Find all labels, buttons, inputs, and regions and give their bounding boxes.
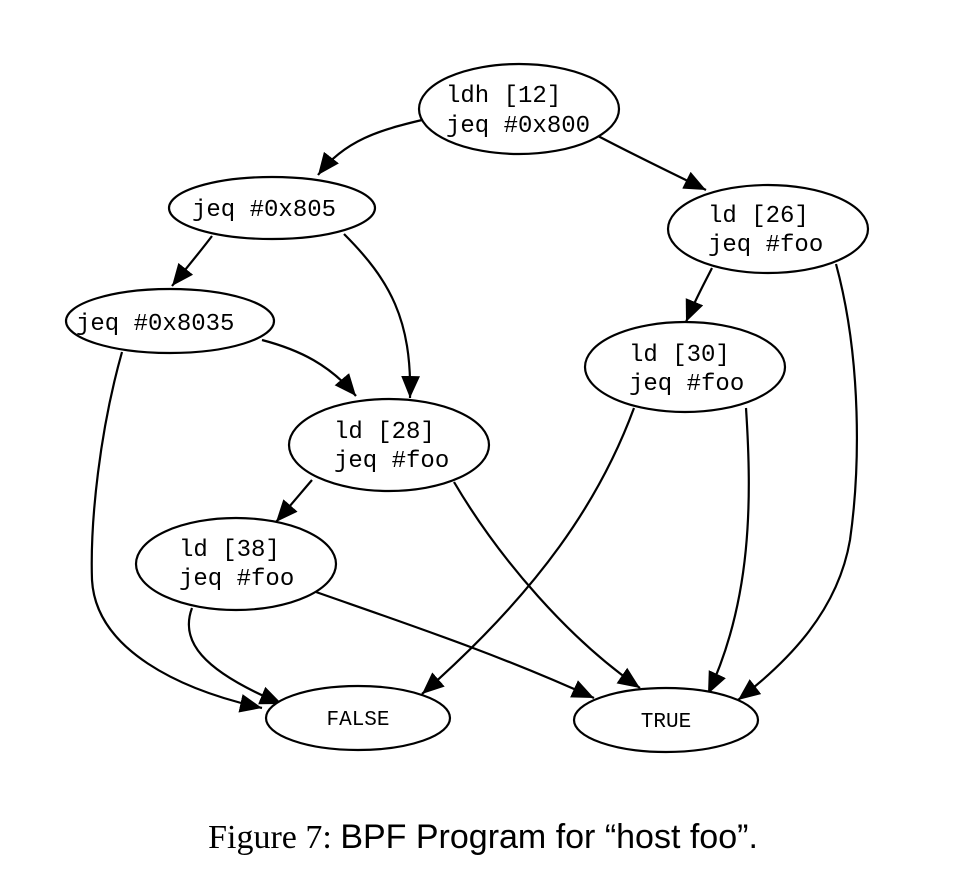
node-ld26-label-line2: jeq #foo (708, 232, 823, 259)
node-ld38-label-line1: ld [38] (179, 537, 280, 564)
node-ld26-label-line1: ld [26] (708, 203, 809, 230)
node-ld28-label-line2: jeq #foo (334, 448, 449, 475)
edge-ld26-to-true (737, 263, 858, 701)
edge-ld30-to-true (707, 407, 750, 695)
node-ldh12-label-line2: jeq #0x800 (446, 113, 590, 140)
bpf-flow-diagram: ldh [12] jeq #0x800 jeq #0x805 ld [26] j… (64, 62, 870, 754)
edge-ld28-to-true (453, 481, 641, 689)
node-ldh12-label-line1: ldh [12] (446, 83, 561, 110)
edge-ld38-to-false (187, 607, 283, 706)
edge-jeq8035-to-ld28 (261, 338, 357, 397)
node-false-label: FALSE (326, 709, 389, 732)
edge-ld30-to-false (421, 407, 636, 695)
node-ld30-label-line2: jeq #foo (629, 371, 744, 398)
node-ld26-shape (666, 183, 870, 275)
node-true-shape (572, 686, 760, 754)
edge-ldh12-to-ld26 (597, 135, 707, 191)
node-false-shape (264, 684, 452, 752)
edge-ld26-to-ld30 (684, 267, 713, 323)
edge-ld28-to-ld38 (275, 479, 313, 523)
edge-jeq805-to-ld28 (343, 233, 420, 399)
figure-caption-text: BPF Program for “host foo”. (340, 818, 758, 856)
node-ldh12-shape (417, 62, 621, 156)
node-jeq8035-label: jeq #0x8035 (76, 311, 234, 338)
node-ld28-shape (287, 397, 491, 493)
edge-jeq8035-to-false (90, 351, 263, 713)
node-ld30-label-line1: ld [30] (629, 342, 730, 369)
node-ld38-label-line2: jeq #foo (179, 566, 294, 593)
figure-caption: Figure 7: BPF Program for “host foo”. (0, 818, 966, 857)
edge-ldh12-to-jeq805 (317, 118, 423, 176)
node-ld38-shape (134, 516, 338, 612)
node-jeq805-shape (167, 175, 377, 241)
edge-jeq805-to-jeq8035 (171, 235, 213, 287)
figure-caption-number: Figure 7: (208, 819, 341, 856)
node-jeq805-label: jeq #0x805 (192, 197, 336, 224)
edge-ld38-to-true (315, 590, 595, 700)
node-jeq8035-shape (64, 287, 276, 355)
node-ld28-label-line1: ld [28] (334, 419, 435, 446)
node-ld30-shape (583, 320, 787, 414)
node-true-label: TRUE (641, 711, 691, 734)
